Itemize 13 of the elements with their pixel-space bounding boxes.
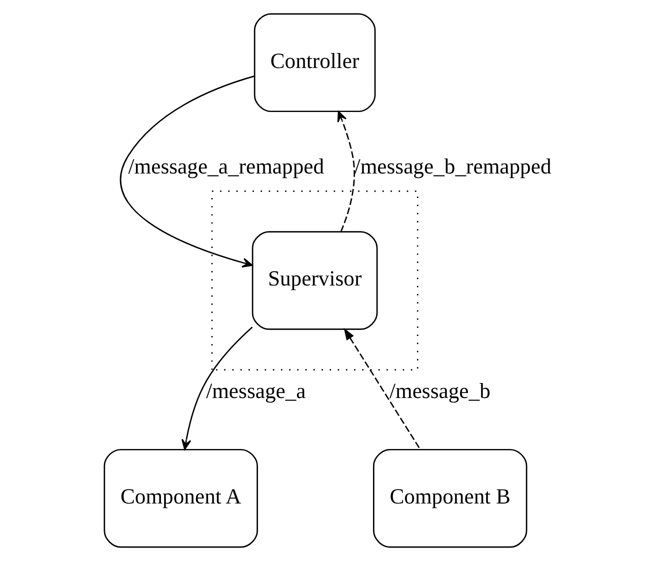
node-box: Controller (253, 13, 376, 112)
node-box: Component A (103, 448, 258, 548)
node-box: Component B (372, 448, 527, 548)
arrow (119, 76, 254, 268)
cluster (210, 190, 418, 370)
edge-label: /message_b (389, 378, 490, 403)
arrow (343, 328, 420, 450)
node-box: Supervisor (251, 231, 378, 330)
edge-label: /message_a (206, 378, 306, 403)
edge-label: /message_a_remapped (128, 154, 324, 178)
arrow (180, 326, 252, 450)
arrow (336, 110, 354, 232)
edge-label: /message_b_remapped (354, 154, 551, 178)
